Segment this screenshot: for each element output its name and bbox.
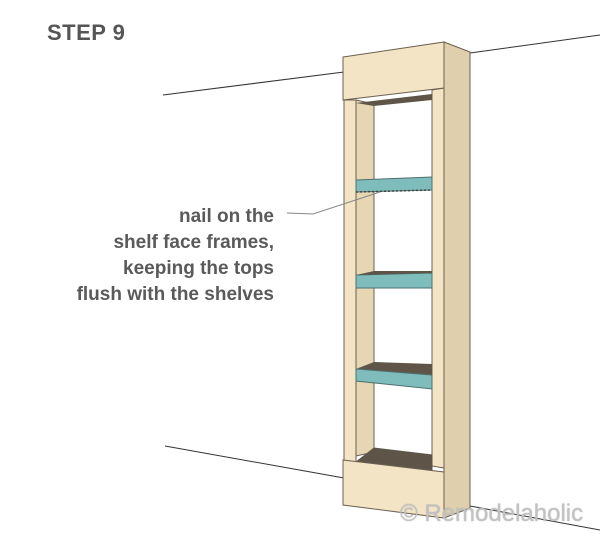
callout-leader xyxy=(286,191,381,215)
callout-line: nail on the xyxy=(179,206,274,227)
callout-line: flush with the shelves xyxy=(76,284,274,305)
bottom-base-board xyxy=(342,459,445,519)
step-title: STEP 9 xyxy=(47,20,126,45)
callout-line: shelf face frames, xyxy=(113,232,274,253)
wall-lines xyxy=(162,34,600,531)
callout-text: nail on the shelf face frames, keeping t… xyxy=(77,204,274,308)
right-side-panel xyxy=(443,41,471,519)
top-header-board xyxy=(342,41,445,101)
callout-line: keeping the tops xyxy=(123,258,274,279)
watermark: © Remodelaholic xyxy=(400,500,584,527)
